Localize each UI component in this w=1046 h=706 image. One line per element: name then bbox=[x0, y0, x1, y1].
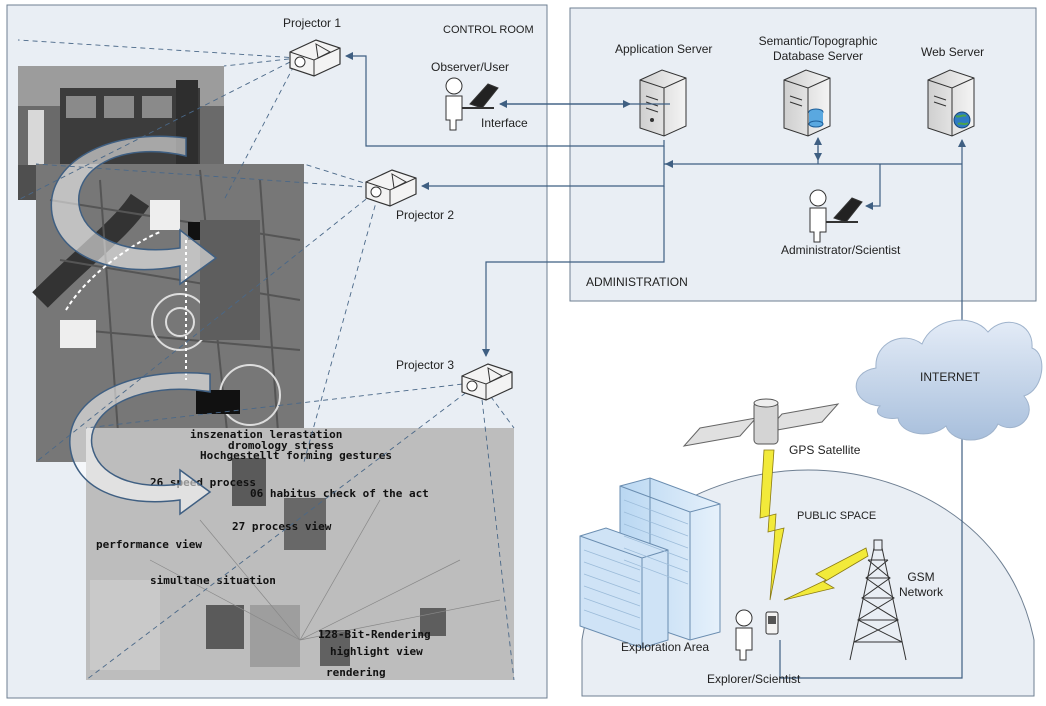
administrator-label: Administrator/Scientist bbox=[781, 243, 901, 257]
gsm-network-label: GSM Network bbox=[896, 570, 946, 600]
concept-4: 06 habitus check of the act bbox=[250, 487, 429, 500]
exploration-area-buildings bbox=[579, 477, 721, 649]
projector-3-label: Projector 3 bbox=[396, 358, 455, 372]
application-server-label: Application Server bbox=[615, 42, 713, 56]
database-server-label-line2: Database Server bbox=[772, 49, 864, 63]
gsm-network-label-line2: Network bbox=[898, 585, 943, 599]
internet-cloud bbox=[855, 319, 1043, 441]
projector-1 bbox=[289, 39, 341, 77]
gsm-signal-bolt bbox=[783, 547, 869, 601]
projector-1-label: Projector 1 bbox=[283, 16, 342, 30]
concept-6: performance view bbox=[96, 538, 202, 551]
transition-arrow-2 bbox=[69, 372, 212, 516]
gps-signal-bolt bbox=[759, 449, 785, 601]
administration-label: ADMINISTRATION bbox=[586, 275, 688, 289]
concept-9: highlight view bbox=[330, 645, 423, 658]
projector-3 bbox=[461, 363, 513, 401]
internet-label: INTERNET bbox=[920, 370, 980, 384]
gsm-tower-icon bbox=[849, 539, 907, 661]
public-space-label: PUBLIC SPACE bbox=[797, 510, 877, 522]
exploration-area-label: Exploration Area bbox=[621, 640, 710, 654]
web-server-icon bbox=[927, 69, 975, 137]
projector-2 bbox=[365, 169, 417, 207]
observer-user-label: Observer/User bbox=[431, 60, 510, 74]
concept-8: 128-Bit-Rendering bbox=[318, 628, 431, 641]
observer-user-figure bbox=[445, 77, 499, 131]
explorer-figure bbox=[735, 609, 779, 661]
database-server-label: Semantic/Topographic Database Server bbox=[750, 34, 886, 64]
gps-satellite-icon bbox=[682, 398, 840, 447]
concept-2: Hochgestellt forming gestures bbox=[200, 449, 392, 462]
transition-arrow-1 bbox=[50, 135, 218, 286]
interface-label: Interface bbox=[481, 116, 528, 130]
application-server-icon bbox=[639, 69, 687, 137]
concept-10: rendering bbox=[326, 666, 386, 679]
web-server-label: Web Server bbox=[921, 45, 985, 59]
textcloud-projection: inszenation lerastation dromology stress… bbox=[86, 428, 514, 680]
concept-7: simultane situation bbox=[150, 574, 276, 587]
explorer-label: Explorer/Scientist bbox=[707, 672, 801, 686]
concept-0: inszenation lerastation bbox=[190, 428, 342, 441]
control-room-label: CONTROL ROOM bbox=[443, 24, 534, 36]
projection-beams bbox=[17, 39, 515, 681]
gps-satellite-label: GPS Satellite bbox=[789, 443, 861, 457]
concept-5: 27 process view bbox=[232, 520, 332, 533]
database-server-icon bbox=[783, 69, 831, 137]
gsm-network-label-line1: GSM bbox=[907, 570, 935, 584]
administrator-figure bbox=[809, 189, 863, 243]
projector-2-label: Projector 2 bbox=[396, 208, 455, 222]
database-server-label-line1: Semantic/Topographic bbox=[758, 34, 878, 48]
administration-zone bbox=[569, 7, 1037, 302]
